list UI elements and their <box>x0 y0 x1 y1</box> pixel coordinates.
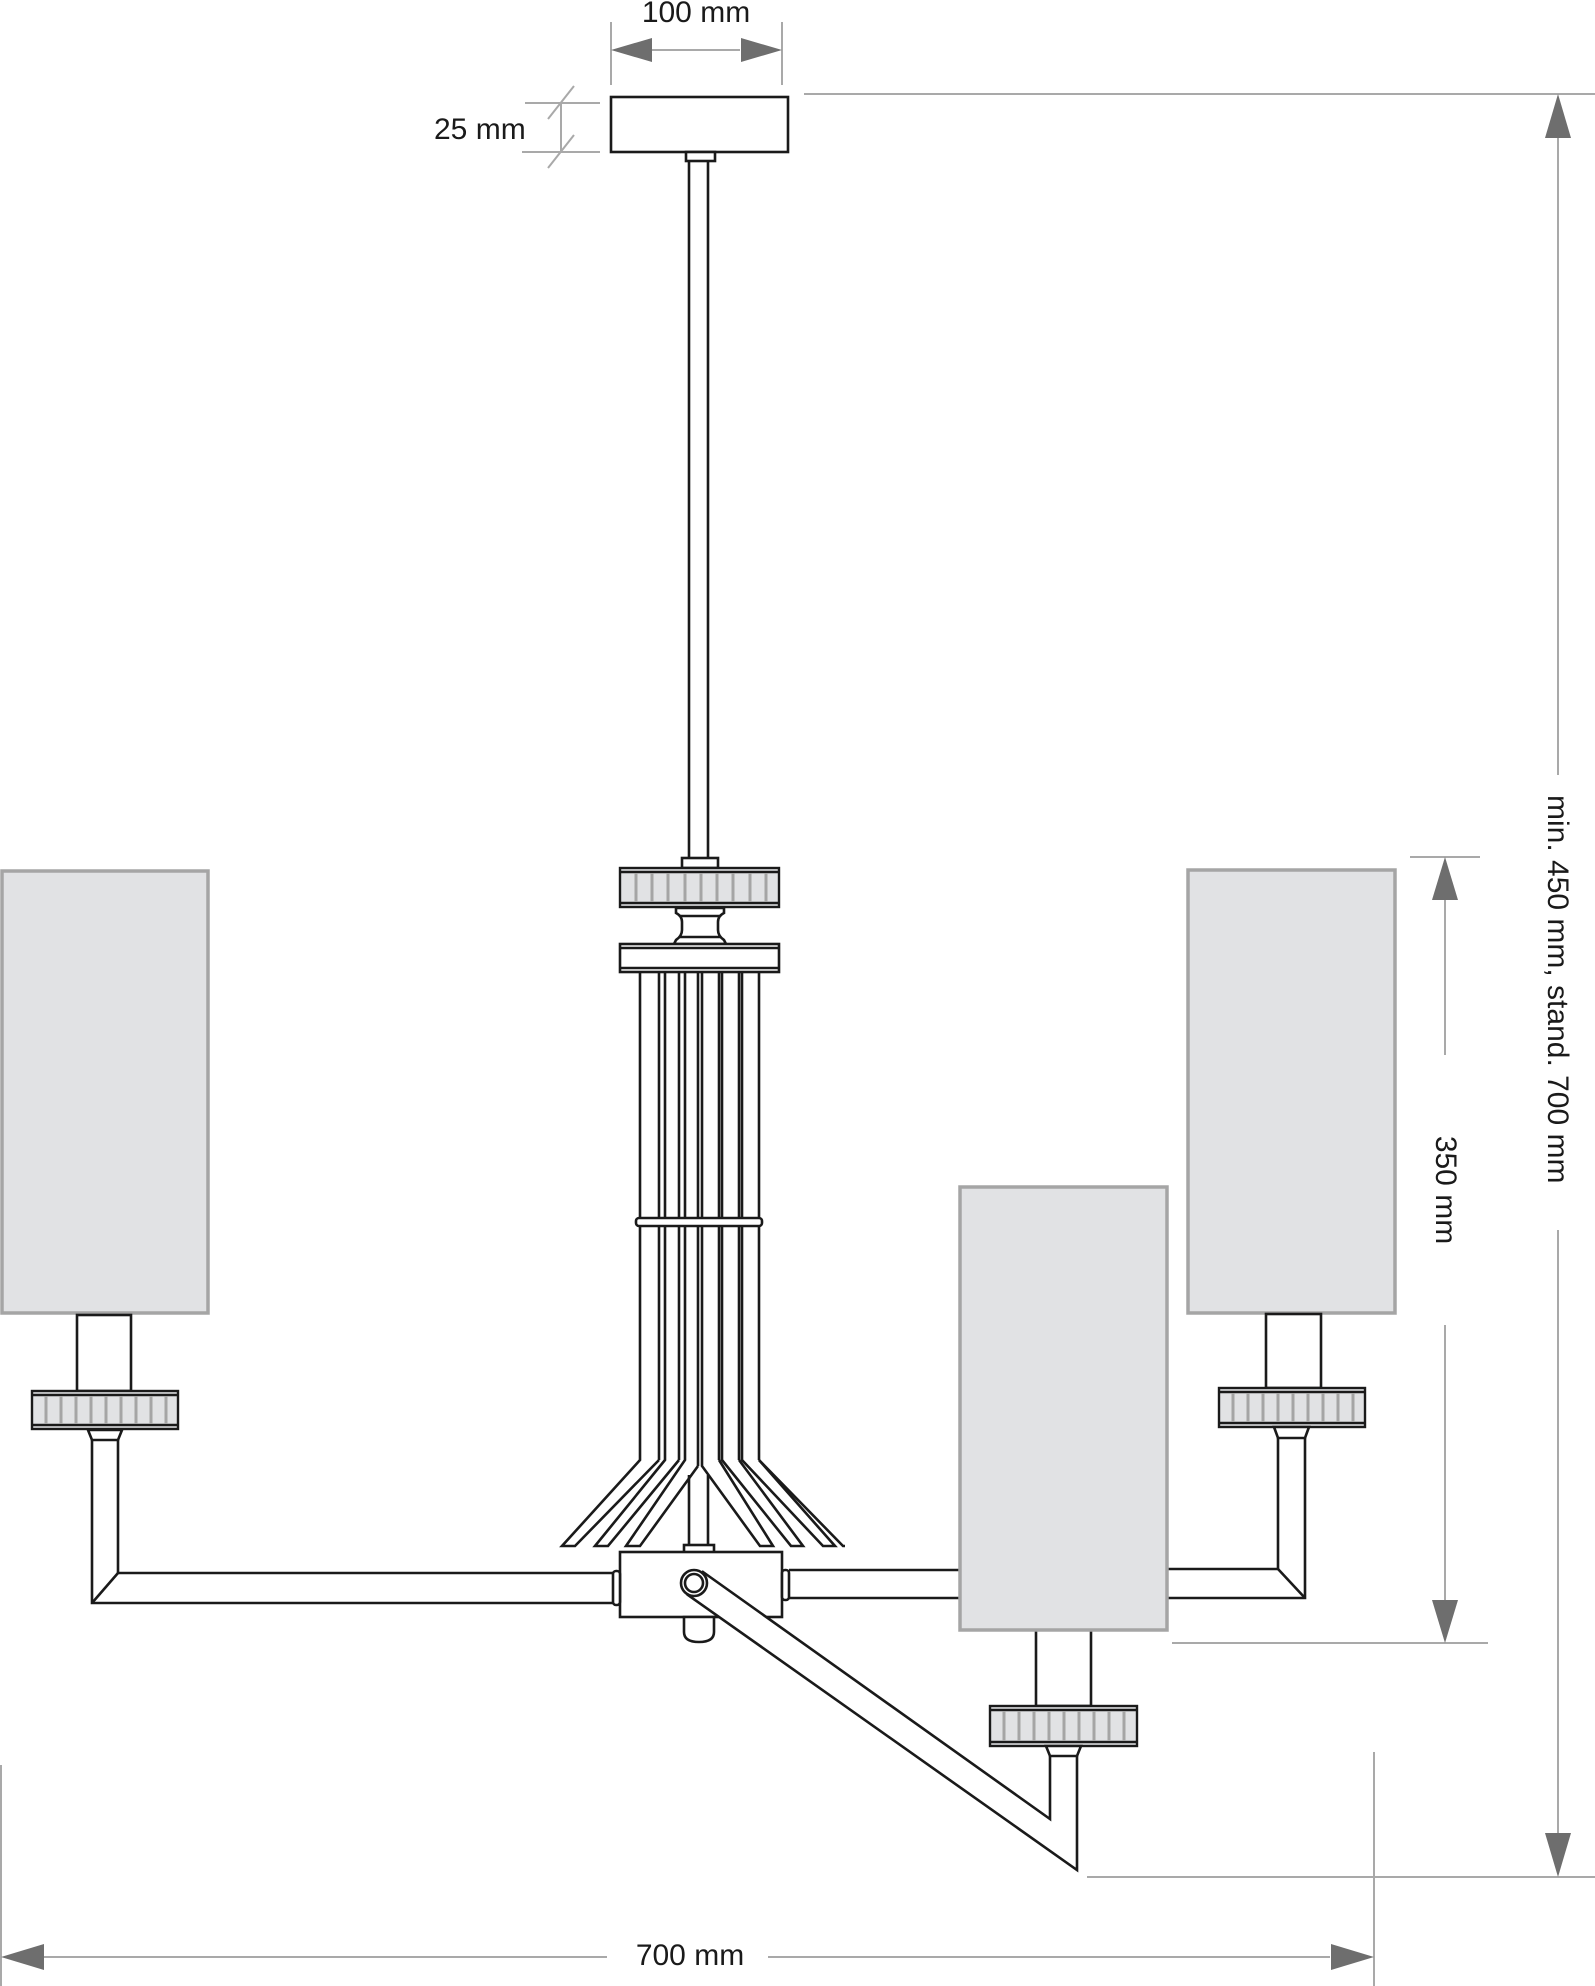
left-arm <box>90 1430 622 1607</box>
left-socket <box>75 1313 133 1393</box>
right-decorative-ring <box>1217 1386 1367 1429</box>
left-decorative-ring <box>30 1389 180 1431</box>
middle-socket <box>1034 1628 1093 1708</box>
shade-span-label: 350 mm <box>1429 1136 1462 1244</box>
center-ornament <box>671 906 729 946</box>
total-height-label: min. 450 mm, stand. 700 mm <box>1541 795 1574 1183</box>
middle-lamp <box>958 1185 1169 1758</box>
right-arm <box>780 1432 1307 1602</box>
canopy-width-label: 100 mm <box>642 0 750 29</box>
canopy <box>609 95 790 163</box>
right-shade <box>1186 868 1397 1315</box>
canopy-height-label: 25 mm <box>434 113 526 146</box>
left-shade <box>0 869 210 1315</box>
dimension-total-height: min. 450 mm, stand. 700 mm <box>804 93 1595 1878</box>
right-socket <box>1264 1312 1323 1390</box>
cage-rods <box>559 972 845 1555</box>
dimension-shade-span: 350 mm <box>1172 856 1488 1644</box>
dimension-canopy-height: 25 mm <box>434 85 600 169</box>
dimension-total-width: 700 mm <box>0 1752 1375 1986</box>
center-decorative-ring <box>618 866 781 909</box>
cage-top-band <box>618 942 781 974</box>
stem-rod <box>680 161 720 870</box>
middle-shade <box>958 1185 1169 1632</box>
left-lamp <box>0 869 210 1442</box>
dimension-canopy-width: 100 mm <box>610 0 783 85</box>
right-lamp <box>1186 868 1397 1440</box>
middle-decorative-ring <box>988 1704 1139 1748</box>
total-width-label: 700 mm <box>636 1939 744 1972</box>
